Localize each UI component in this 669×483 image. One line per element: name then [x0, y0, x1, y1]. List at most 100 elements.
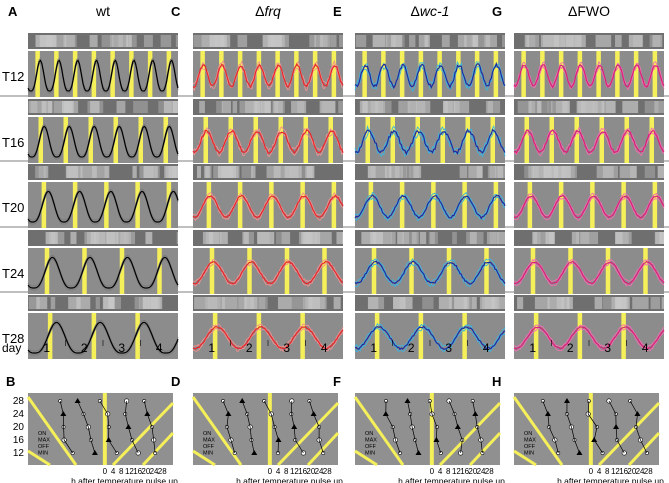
temperature-pulse	[399, 51, 405, 97]
band-highlight	[67, 166, 83, 178]
temperature-pulse	[72, 182, 78, 228]
band-highlight	[567, 297, 573, 309]
band-highlight	[415, 101, 431, 113]
legend-min: MIN	[365, 451, 375, 457]
panel-G-row-2	[513, 99, 665, 163]
plot-area	[193, 248, 343, 294]
panel-C-row-1	[192, 33, 344, 97]
temperature-pulse	[331, 51, 337, 97]
trace-line	[192, 260, 344, 285]
trace-line	[354, 322, 506, 349]
band-highlight	[95, 297, 100, 309]
phase-x-tick: 28	[485, 467, 494, 476]
panel-A-row-5	[27, 295, 179, 359]
temperature-pulse	[63, 117, 68, 163]
band-highlight	[411, 101, 426, 113]
band-highlight	[38, 166, 46, 178]
panel-G-row-4	[513, 230, 665, 294]
legend-min: MIN	[524, 451, 534, 457]
band-highlight	[125, 35, 132, 47]
temperature-pulse	[237, 182, 243, 228]
day-tick: 1	[208, 341, 215, 355]
trace-line	[192, 192, 344, 217]
band-highlight	[562, 101, 570, 113]
band-highlight	[419, 232, 427, 244]
phase-x-tick: 24	[150, 467, 159, 476]
panel-G-row-1	[513, 33, 665, 97]
row-label-T12: T12	[2, 69, 24, 84]
trace-line	[27, 255, 179, 287]
temperature-pulse	[574, 117, 579, 163]
band-highlight	[274, 101, 283, 113]
band-highlight	[497, 166, 505, 178]
phase-series	[59, 400, 73, 454]
band-highlight	[539, 166, 552, 178]
band-highlight	[650, 297, 661, 309]
band-highlight	[63, 35, 77, 47]
trace-line	[192, 327, 344, 353]
band-highlight	[80, 166, 97, 178]
title-prefix: Δ	[255, 3, 264, 19]
band-highlight	[221, 101, 232, 113]
band-highlight	[208, 232, 214, 244]
band-highlight	[529, 101, 536, 113]
band-highlight	[258, 297, 268, 309]
panel-letter-F: F	[333, 374, 341, 389]
band-highlight	[560, 35, 574, 47]
temperature-pulse	[129, 51, 134, 97]
temperature-pulse	[269, 182, 274, 228]
band-highlight	[267, 35, 281, 47]
pulse-line	[192, 449, 216, 467]
band-highlight	[517, 297, 524, 309]
day-tick: 2	[567, 341, 574, 355]
band-highlight	[605, 101, 616, 113]
temperature-pulse	[247, 248, 252, 294]
band-highlight	[496, 232, 505, 244]
legend-max: MAX	[38, 438, 50, 444]
temperature-pulse	[368, 182, 374, 228]
panel-C-row-5	[192, 295, 344, 359]
band-highlight	[163, 101, 178, 113]
phase-x-tick: 20	[468, 467, 477, 476]
band-highlight	[199, 101, 205, 113]
temperature-pulse	[113, 117, 118, 163]
trace-line	[27, 61, 179, 94]
temperature-pulse	[44, 248, 50, 294]
band-highlight	[394, 166, 404, 178]
panel-letter-G: G	[492, 4, 502, 19]
band-highlight	[194, 297, 210, 309]
temperature-pulse	[203, 117, 208, 163]
temperature-pulse	[465, 117, 470, 163]
temperature-pulse	[643, 248, 648, 294]
day-tick: 4	[642, 341, 649, 355]
band-highlight	[205, 297, 221, 309]
temperature-pulse	[431, 182, 436, 228]
phase-x-tick: 12	[611, 467, 620, 476]
band-highlight	[405, 166, 411, 178]
temperature-pulse	[530, 248, 536, 294]
panel-letter-H: H	[492, 374, 501, 389]
band-highlight	[30, 101, 38, 113]
band-highlight	[571, 232, 580, 244]
temperature-pulse	[119, 248, 125, 294]
phase-series	[385, 400, 401, 454]
band-highlight	[407, 101, 417, 113]
trace-line	[354, 63, 506, 92]
pulse-line	[354, 449, 378, 467]
band-highlight	[367, 166, 386, 178]
temperature-pulse	[418, 313, 424, 359]
pulse-line	[111, 401, 175, 467]
temperature-pulse	[652, 182, 658, 228]
temperature-pulse	[331, 182, 337, 228]
temperature-pulse	[38, 117, 43, 163]
band-highlight	[143, 166, 159, 178]
band-highlight	[243, 297, 254, 309]
band-highlight	[632, 297, 649, 309]
band-highlight	[339, 35, 343, 47]
legend-off: OFF	[524, 444, 536, 450]
phase-x-tick: 16	[133, 467, 142, 476]
phase-x-tick: 20	[141, 467, 150, 476]
temperature-pulse	[88, 117, 93, 163]
band-highlight	[633, 35, 644, 47]
